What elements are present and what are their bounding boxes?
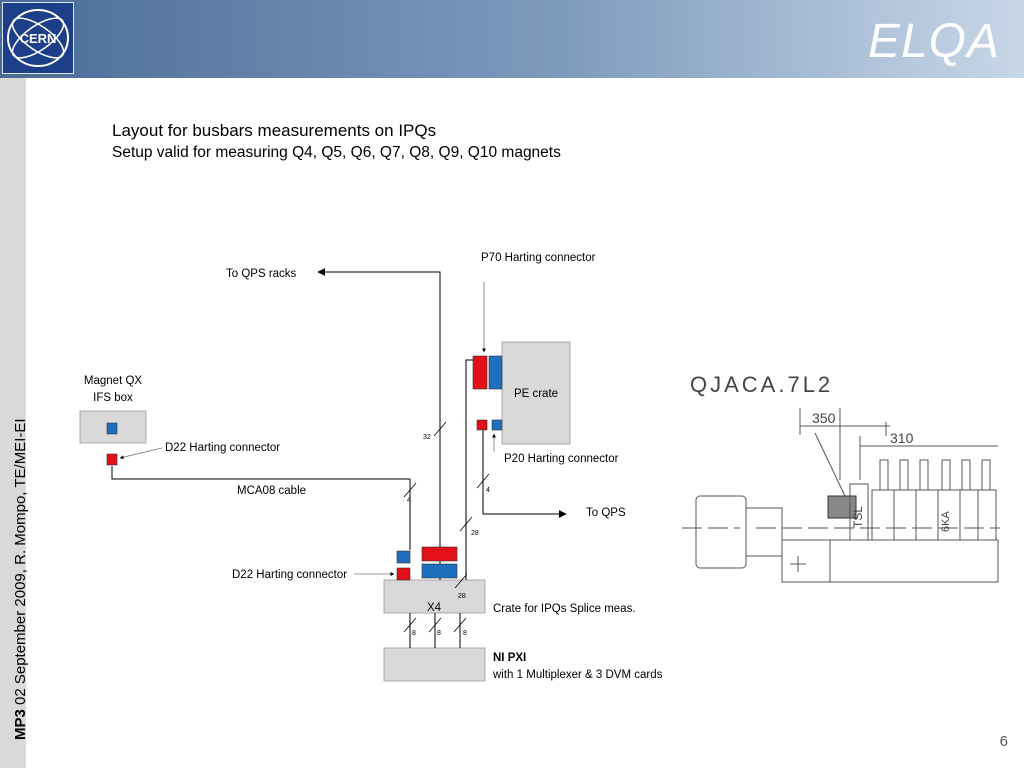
cern-logo-icon: CERN [7, 9, 69, 67]
slash-4-right [476, 473, 490, 489]
slash-28-lower [454, 573, 468, 589]
slide-title: Layout for busbars measurements on IPQs [112, 121, 437, 140]
wire-to-qps-racks [317, 268, 441, 580]
label-magnet-qx-2: IFS box [93, 392, 133, 404]
ni-pxi-box [383, 647, 486, 682]
wire-count-28-upper: 28 [471, 530, 479, 537]
eng-end-body [745, 507, 783, 557]
d22-connector-top-red [106, 453, 118, 466]
engineering-drawing: QJACA.7L2 350 310 TSL 6KA [682, 372, 1000, 583]
eng-module-5 [959, 489, 979, 541]
wire-count-4-left: 4 [407, 497, 411, 504]
label-pe-crate: PE crate [514, 388, 558, 400]
wire-count-8-c: 8 [463, 630, 467, 637]
eng-dim-350: 350 [812, 410, 836, 426]
cern-logo: CERN [2, 2, 74, 74]
eng-module-6 [977, 489, 997, 541]
label-ni-pxi-desc: with 1 Multiplexer & 3 DVM cards [492, 669, 663, 681]
wire-to-qps [482, 430, 567, 518]
eng-tag-6ka: 6KA [940, 511, 952, 532]
p70-connector-blue [488, 355, 503, 390]
p70-connector-red [472, 355, 488, 390]
eng-pin-1 [879, 459, 889, 491]
eng-pin-2 [899, 459, 909, 491]
wire-count-8-b: 8 [437, 630, 441, 637]
slash-4-left [403, 482, 417, 498]
label-d22-connector-top: D22 Harting connector [165, 442, 280, 454]
cern-logo-text: CERN [20, 31, 57, 46]
d22-connector-bottom-blue [396, 550, 411, 564]
eng-module-2 [893, 489, 917, 541]
label-p70-connector: P70 Harting connector [481, 252, 596, 264]
wire-count-32: 32 [423, 434, 431, 441]
eng-pin-6 [981, 459, 991, 491]
eng-module-3 [915, 489, 939, 541]
label-magnet-qx-1: Magnet QX [84, 375, 142, 387]
header-title: ELQA [867, 15, 1000, 68]
wire-count-28-lower: 28 [458, 593, 466, 600]
magnet-connector-blue [106, 422, 118, 435]
eng-pin-5 [961, 459, 971, 491]
wire-count-4-right: 4 [486, 487, 490, 494]
header-bar: CERN ELQA [0, 0, 1024, 78]
eng-label-qjaca: QJACA.7L2 [690, 372, 833, 397]
label-d22-connector-bottom: D22 Harting connector [232, 569, 347, 581]
slash-8-c [453, 617, 467, 633]
sidebar [0, 78, 26, 768]
pointer-d22-top [119, 447, 163, 460]
page-number: 6 [999, 733, 1008, 750]
pe-crate-box [501, 341, 571, 445]
wire-count-8-a: 8 [412, 630, 416, 637]
label-crate-ipqs: Crate for IPQs Splice meas. [493, 603, 636, 615]
slash-8-b [428, 617, 442, 633]
x4-connector-blue [421, 563, 458, 579]
slide-subtitle: Setup valid for measuring Q4, Q5, Q6, Q7… [112, 144, 561, 161]
label-mca08-cable: MCA08 cable [237, 485, 306, 497]
d22-connector-bottom-red [396, 567, 411, 581]
label-to-qps-racks: To QPS racks [226, 268, 297, 280]
slash-32 [433, 421, 447, 437]
eng-dim-310: 310 [890, 430, 914, 446]
p20-connector-blue [491, 419, 503, 431]
label-p20-connector: P20 Harting connector [504, 453, 619, 465]
eng-pin-4 [941, 459, 951, 491]
eng-module-1 [871, 489, 895, 541]
eng-end-flange [695, 495, 747, 569]
eng-tag-tsl: TSL [851, 506, 865, 528]
label-x4: X4 [427, 602, 442, 614]
wire-p70-to-crate [465, 359, 474, 580]
x4-crate-box [383, 579, 486, 614]
x4-connector-red [421, 546, 458, 562]
slash-28-upper [459, 516, 473, 532]
eng-hatched-block [827, 495, 857, 519]
wire-mca08 [111, 466, 411, 550]
eng-pin-3 [919, 459, 929, 491]
eng-leader [814, 432, 846, 497]
label-to-qps: To QPS [586, 507, 626, 519]
label-ni-pxi: NI PXI [493, 652, 526, 664]
eng-busbar [781, 539, 999, 583]
p20-connector-red [476, 419, 488, 431]
slash-8-a [403, 617, 417, 633]
